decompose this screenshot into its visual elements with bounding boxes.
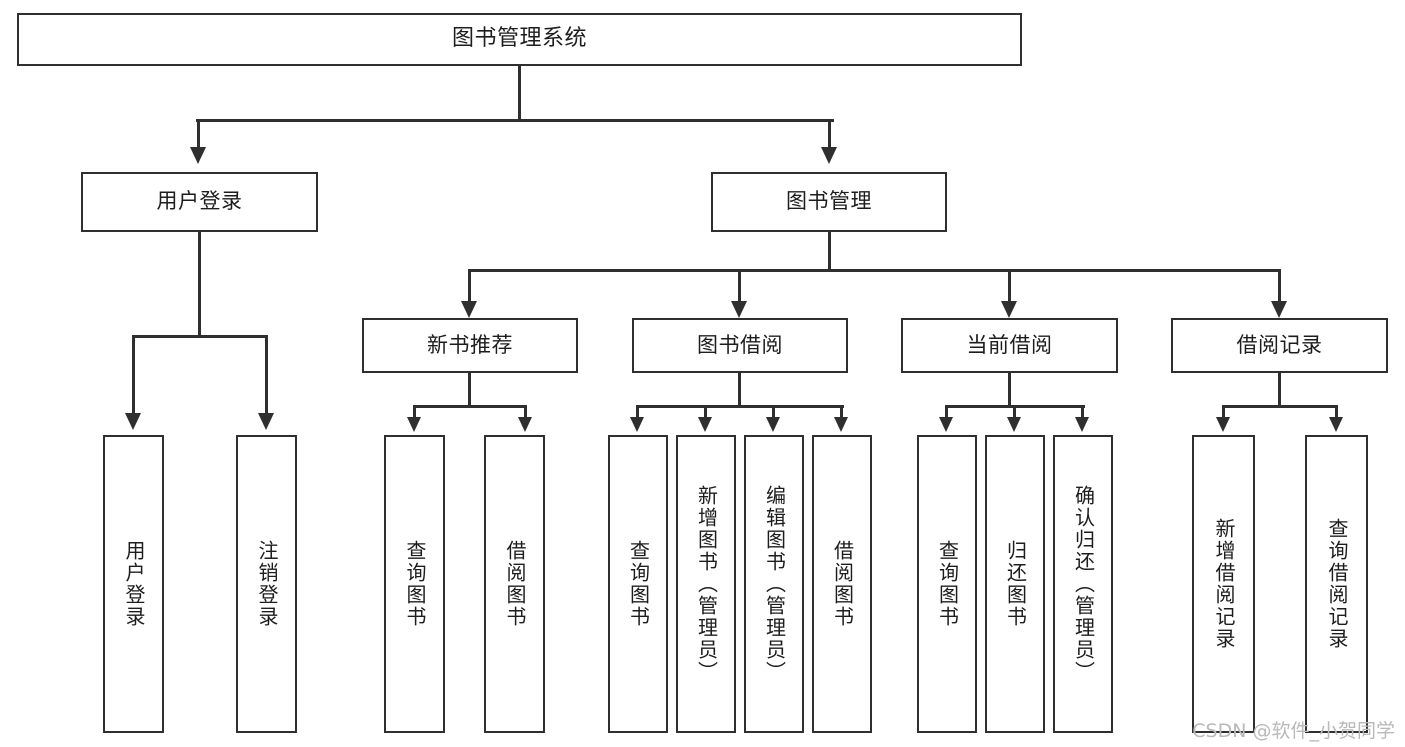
leaf-book-borrow-1[interactable]: 新增图书（管理员）: [676, 435, 736, 733]
leaf-current-borrow-1[interactable]: 归还图书: [985, 435, 1045, 733]
leaf-current-borrow-2[interactable]: 确认归还（管理员）: [1053, 435, 1113, 733]
arrowhead-nbr-leaf-1: [518, 417, 532, 432]
node-current-borrow[interactable]: 当前借阅: [901, 318, 1118, 373]
connector-borrow-record-leaf-1: [1335, 405, 1338, 417]
arrowhead-br-leaf-1: [1329, 417, 1343, 432]
arrowhead-user-login-leaf-1: [258, 413, 274, 430]
connector-current-borrow-leaf-0: [945, 405, 948, 417]
leaf-borrow-record-0[interactable]: 新增借阅记录: [1192, 435, 1255, 733]
connector-book-borrow-bus: [636, 405, 844, 408]
connector-level3-drop-3: [1278, 269, 1281, 301]
arrowhead-new-book-recommend: [461, 301, 477, 318]
arrowhead-current-borrow: [1001, 301, 1017, 318]
connector-root-to-book-management: [828, 119, 831, 147]
connector-book-borrow-leaf-0: [636, 405, 639, 417]
connector-level3-drop-2: [1008, 269, 1011, 301]
connector-root-stem: [518, 66, 521, 119]
node-borrow-record[interactable]: 借阅记录: [1171, 318, 1388, 373]
connector-user-login-bus: [132, 335, 268, 338]
arrowhead-bb-leaf-0: [630, 417, 644, 432]
connector-borrow-record-stem: [1278, 373, 1281, 405]
arrowhead-bb-leaf-1: [698, 417, 712, 432]
connector-root-to-user-login: [197, 119, 200, 147]
leaf-new-book-recommend-1[interactable]: 借阅图书: [484, 435, 545, 733]
node-book-management[interactable]: 图书管理: [711, 172, 947, 232]
arrowhead-br-leaf-0: [1216, 417, 1230, 432]
arrowhead-borrow-record: [1271, 301, 1287, 318]
connector-current-borrow-stem: [1008, 373, 1011, 405]
connector-current-borrow-leaf-2: [1081, 405, 1084, 417]
leaf-borrow-record-1[interactable]: 查询借阅记录: [1305, 435, 1368, 733]
arrowhead-book-borrow: [731, 301, 747, 318]
node-book-borrow[interactable]: 图书借阅: [632, 318, 848, 373]
leaf-user-login-0[interactable]: 用户登录: [103, 435, 164, 733]
arrowhead-cb-leaf-1: [1007, 417, 1021, 432]
connector-book-borrow-leaf-3: [840, 405, 843, 417]
connector-book-borrow-leaf-1: [704, 405, 707, 417]
connector-borrow-record-leaf-0: [1222, 405, 1225, 417]
connector-level3-drop-1: [738, 269, 741, 301]
connector-user-login-leaf-0: [132, 335, 135, 413]
leaf-book-borrow-0[interactable]: 查询图书: [608, 435, 668, 733]
connector-level3-bus: [468, 269, 1281, 272]
leaf-user-login-1[interactable]: 注销登录: [236, 435, 297, 733]
leaf-current-borrow-0[interactable]: 查询图书: [917, 435, 977, 733]
arrowhead-nbr-leaf-0: [407, 417, 421, 432]
leaf-book-borrow-3[interactable]: 借阅图书: [812, 435, 872, 733]
node-root-book-management-system[interactable]: 图书管理系统: [17, 13, 1022, 66]
connector-new-book-recommend-stem: [468, 373, 471, 405]
connector-book-management-stem: [828, 232, 831, 269]
arrowhead-bb-leaf-2: [766, 417, 780, 432]
arrowhead-book-management: [821, 147, 837, 164]
connector-user-login-leaf-1: [265, 335, 268, 413]
connector-level3-drop-0: [468, 269, 471, 301]
leaf-book-borrow-2[interactable]: 编辑图书（管理员）: [744, 435, 804, 733]
leaf-new-book-recommend-0[interactable]: 查询图书: [384, 435, 445, 733]
connector-root-bus: [196, 119, 834, 122]
connector-book-borrow-leaf-2: [772, 405, 775, 417]
arrowhead-cb-leaf-0: [939, 417, 953, 432]
connector-book-borrow-stem: [738, 373, 741, 405]
watermark-text: CSDN @软件_小贺同学: [1192, 720, 1395, 742]
arrowhead-bb-leaf-3: [834, 417, 848, 432]
connector-new-book-recommend-leaf-1: [524, 405, 527, 417]
connector-new-book-recommend-bus: [413, 405, 527, 408]
connector-borrow-record-bus: [1222, 405, 1338, 408]
node-new-book-recommend[interactable]: 新书推荐: [362, 318, 578, 373]
connector-user-login-stem: [198, 232, 201, 335]
arrowhead-user-login: [190, 147, 206, 164]
connector-new-book-recommend-leaf-0: [413, 405, 416, 417]
connector-current-borrow-leaf-1: [1013, 405, 1016, 417]
arrowhead-user-login-leaf-0: [125, 413, 141, 430]
node-user-login[interactable]: 用户登录: [81, 172, 318, 232]
arrowhead-cb-leaf-2: [1075, 417, 1089, 432]
